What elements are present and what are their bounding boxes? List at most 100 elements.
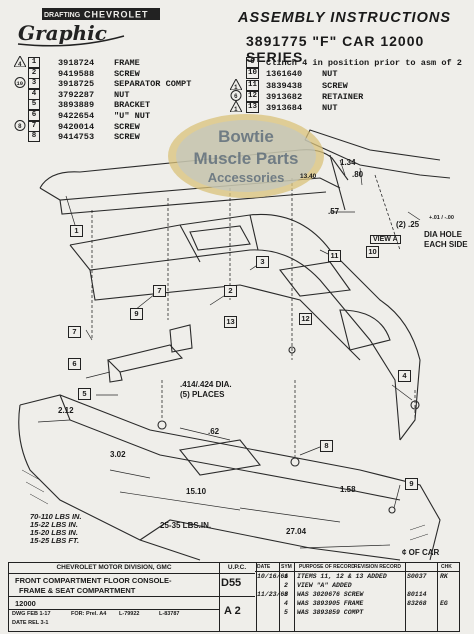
rev-date: 11/23/66 (257, 591, 289, 598)
dim-3-02: 3.02 (110, 450, 126, 459)
rev-header-date: DATE (257, 564, 271, 570)
part-key: 3 (28, 78, 40, 90)
part-number: 3918724 (58, 58, 95, 68)
prel-for: FOR: Prel. A4 (71, 611, 107, 617)
callout-13: 13 (224, 316, 237, 328)
part-number: 3913682 (266, 91, 303, 102)
dim-25-tol: +.01 / -.00 (429, 215, 454, 221)
page-subtitle: 3891775 "F" CAR 12000 SERIES (246, 33, 425, 65)
callout-3: 3 (256, 256, 269, 268)
logo-brand: CHEVROLET (84, 10, 149, 20)
callout-6: 6 (68, 358, 81, 370)
part-name: SCREW (322, 80, 348, 91)
watermark-line2: Muscle Parts (194, 149, 299, 168)
svg-text:6: 6 (234, 93, 238, 100)
group-number: 12000 (15, 599, 36, 608)
rev-header-purpose: PURPOSE OF RECORD (299, 564, 355, 570)
callout-9: 9 (405, 478, 418, 490)
rev-text: ITEMS 11, 12 & 13 ADDED (297, 573, 387, 580)
part-name: FRAME (114, 58, 140, 68)
rev-code: S0037 (407, 573, 427, 580)
torque-note: 70-110 LBS IN. (30, 512, 82, 521)
torque-note: 15-22 LBS IN. (30, 520, 78, 529)
logo-script: Graphic (18, 21, 107, 45)
graphic-logo: DRAFTING CHEVROLET Graphic (17, 8, 160, 47)
watermark-line1: Bowtie (218, 127, 274, 146)
rev-sym: 5 (284, 609, 288, 616)
part-key: 1 (28, 57, 40, 68)
part-key: 6 (28, 109, 40, 121)
callout-1: 1 (70, 225, 83, 237)
page-title: ASSEMBLY INSTRUCTIONS (238, 10, 452, 26)
part-name: BRACKET (114, 100, 151, 111)
callout-9b: 9 (130, 308, 143, 320)
section-code: D55 (221, 577, 242, 589)
bowtie-watermark-logo: Bowtie Muscle Parts Accessories (168, 114, 324, 198)
rev-chk: EG (440, 600, 448, 607)
part-note: Clinch 4 in position prior to asm of 2 (266, 58, 462, 68)
svg-text:10: 10 (17, 80, 24, 87)
part-number: 9414753 (58, 132, 95, 143)
dim-1-34: 1.34 (340, 158, 356, 167)
part-number: 3918725 (58, 79, 95, 90)
rev-text: VIEW "A" ADDED (297, 582, 352, 589)
dia-hole-label: DIA HOLE (424, 230, 462, 239)
svg-text:4: 4 (18, 61, 22, 67)
part-name: NUT (322, 69, 338, 80)
part-number: 9419588 (58, 68, 95, 79)
upc-label: U.P.C. (219, 563, 255, 574)
prel-number-2: L-83787 (159, 611, 180, 617)
part-name: NUT (322, 103, 338, 114)
dim-13-40: 13.40 (300, 173, 317, 180)
part-number: 9420014 (58, 121, 95, 132)
torque-note: 15-25 LBS FT. (30, 536, 80, 545)
part-number: 1361640 (266, 69, 303, 80)
dim-27-04: 27.04 (286, 527, 307, 536)
part-name: SCREW (114, 121, 140, 132)
dim-62: .62 (208, 427, 220, 436)
callout-11: 11 (328, 250, 341, 262)
rev-text: WAS 3893859 COMPT (297, 609, 364, 616)
circle-marker-icon: 10 (14, 77, 26, 89)
division-label: CHEVROLET MOTOR DIVISION, GMC (9, 563, 220, 574)
sheet-code: A 2 (224, 605, 241, 617)
callout-8: 8 (320, 440, 333, 452)
part-key: 11 (246, 79, 259, 91)
description-line1: FRONT COMPARTMENT FLOOR CONSOLE- (15, 576, 172, 585)
part-number: 9422654 (58, 110, 95, 121)
watermark-line3: Accessories (208, 170, 285, 185)
prel-number-1: L-79922 (119, 611, 140, 617)
dim-57: .57 (328, 207, 340, 216)
torque-note: 15-20 LBS IN. (30, 528, 78, 537)
dim-25: (2) .25 (396, 220, 420, 229)
callout-4: 4 (398, 370, 411, 382)
part-name: SEPARATOR COMPT (114, 79, 192, 90)
part-key: 9 (246, 57, 259, 68)
callout-7b: 7 (153, 285, 166, 297)
logo-tag: DRAFTING (44, 12, 81, 19)
rev-sym: 1 (284, 573, 288, 580)
description-line2: FRAME & SEAT COMPARTMENT (19, 586, 136, 595)
part-key: 2 (28, 67, 40, 79)
rev-header-record: REVISION RECORD (354, 564, 401, 570)
part-number: 3792287 (58, 89, 95, 100)
circle-marker-icon: 8 (14, 119, 26, 131)
dim-15-10: 15.10 (186, 487, 207, 496)
part-key: 12 (246, 90, 259, 102)
torque-notes: 70-110 LBS IN. 15-22 LBS IN. 15-20 LBS I… (30, 513, 82, 545)
dim-80: .80 (352, 170, 364, 179)
part-name: RETAINER (322, 91, 364, 102)
svg-text:1: 1 (234, 84, 238, 90)
places-label: (5) PLACES (180, 390, 225, 399)
change-triangle-icon: 1 (230, 101, 242, 113)
part-key: 5 (28, 99, 40, 111)
rev-date: 10/16/66 (257, 573, 289, 580)
dwg-date: DWG FEB 1-17 (12, 611, 51, 617)
release-date: DATE REL 3-1 (12, 620, 49, 626)
rev-code: 83268 (407, 600, 427, 607)
change-triangle-icon: 4 (14, 56, 26, 67)
part-key: 7 (28, 120, 40, 132)
rev-header-sym: SYM (281, 564, 292, 570)
